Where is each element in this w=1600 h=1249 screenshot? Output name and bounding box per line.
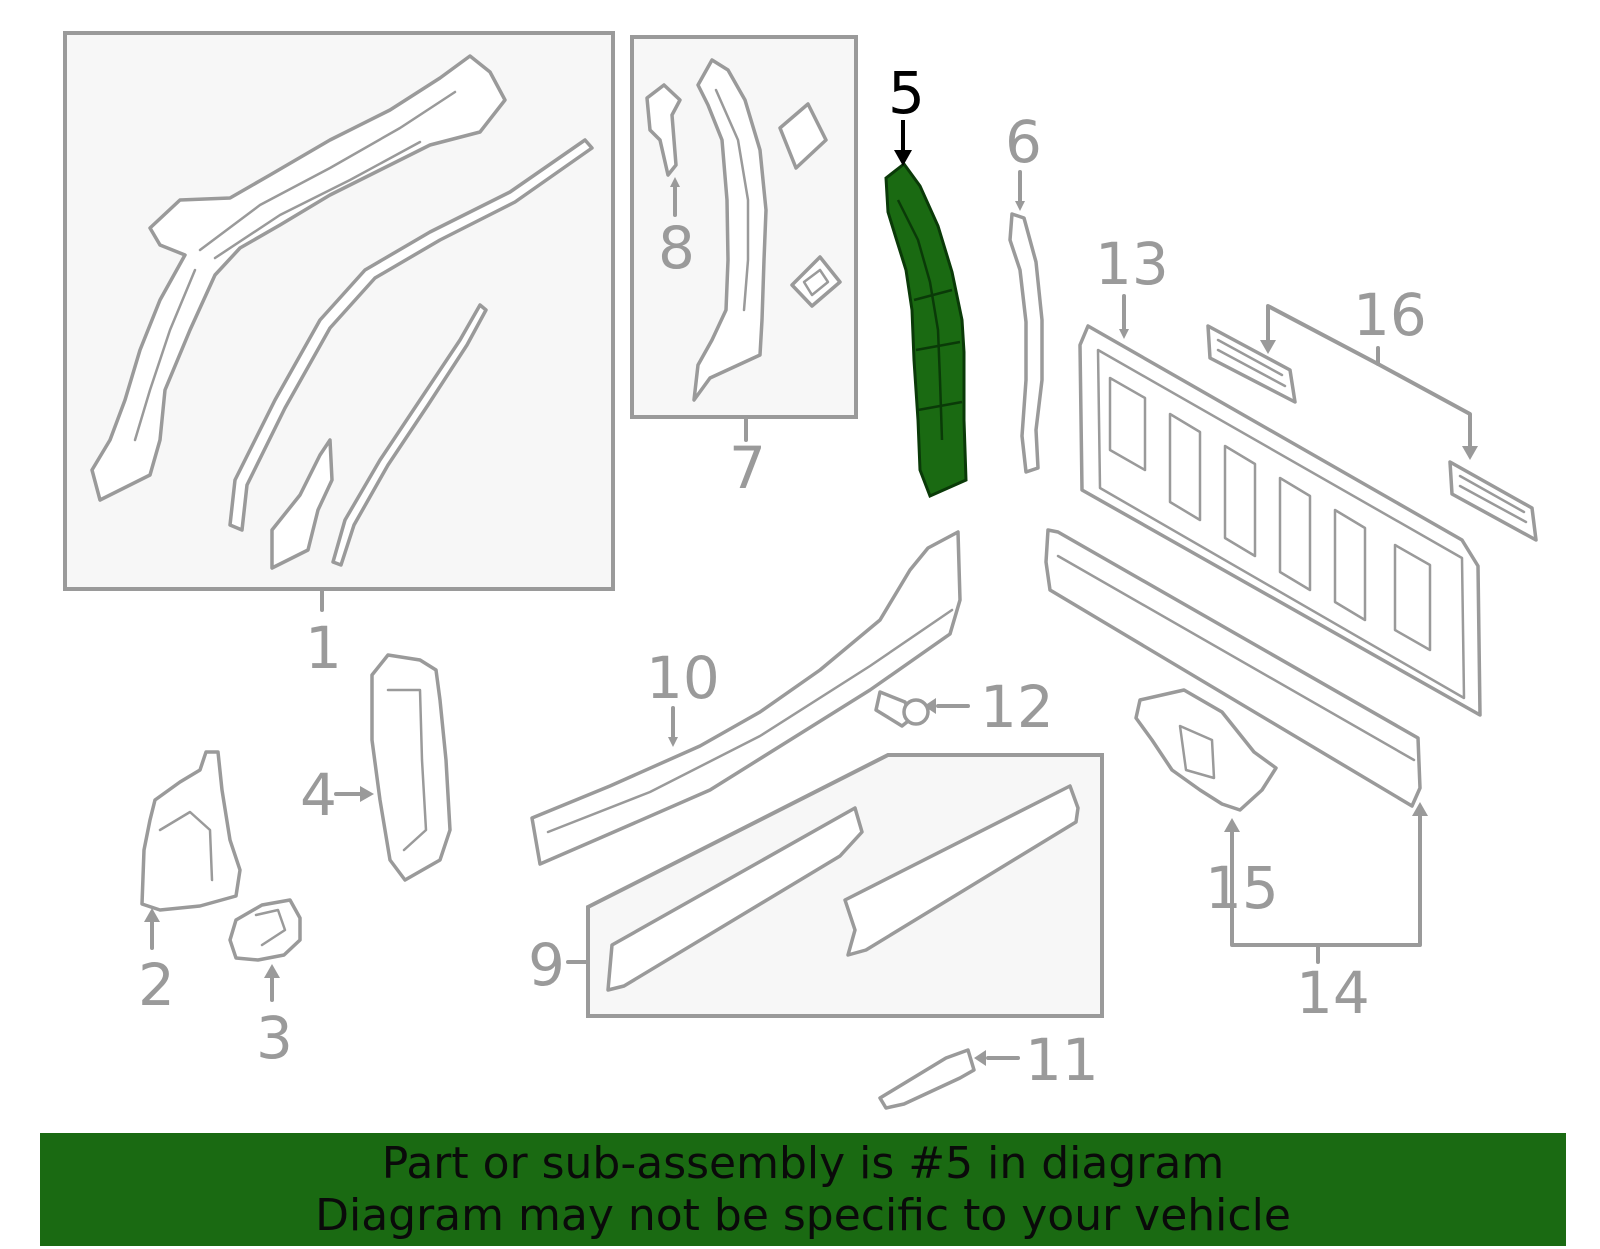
svg-text:10: 10 bbox=[646, 644, 720, 712]
part-1-group-box[interactable] bbox=[63, 31, 615, 591]
banner-line-2: Diagram may not be specific to your vehi… bbox=[315, 1189, 1291, 1241]
callout-15: 15 bbox=[1205, 818, 1279, 922]
callout-3: 3 bbox=[256, 964, 293, 1072]
svg-text:4: 4 bbox=[300, 761, 337, 829]
part-3[interactable] bbox=[228, 898, 302, 962]
part-13-back-panel[interactable] bbox=[1078, 324, 1482, 717]
svg-text:1: 1 bbox=[305, 614, 342, 682]
part-5-highlighted[interactable] bbox=[884, 161, 968, 499]
svg-text:15: 15 bbox=[1205, 854, 1279, 922]
callout-14: 14 bbox=[1230, 802, 1428, 1027]
part-9-group-box[interactable] bbox=[586, 753, 1104, 1018]
callout-16: 16 bbox=[1260, 281, 1478, 460]
info-banner: Part or sub-assembly is #5 in diagram Di… bbox=[40, 1133, 1566, 1246]
svg-text:13: 13 bbox=[1095, 230, 1169, 298]
callout-7: 7 bbox=[729, 416, 766, 502]
callout-11: 11 bbox=[974, 1026, 1099, 1094]
part-2[interactable] bbox=[140, 750, 242, 912]
part-6[interactable] bbox=[1008, 212, 1044, 474]
svg-text:11: 11 bbox=[1025, 1026, 1099, 1094]
callout-6: 6 bbox=[1005, 108, 1042, 211]
part-15-bracket[interactable] bbox=[1134, 688, 1278, 812]
part-16-plates[interactable] bbox=[1206, 324, 1538, 542]
banner-line-1: Part or sub-assembly is #5 in diagram bbox=[381, 1137, 1225, 1189]
svg-text:7: 7 bbox=[729, 434, 766, 502]
callout-2: 2 bbox=[138, 908, 175, 1019]
callout-4: 4 bbox=[300, 761, 374, 829]
part-11[interactable] bbox=[878, 1048, 976, 1110]
callout-13: 13 bbox=[1095, 230, 1169, 339]
svg-text:5: 5 bbox=[888, 59, 925, 127]
part-14-crossmember[interactable] bbox=[1044, 528, 1422, 808]
svg-text:12: 12 bbox=[980, 673, 1054, 741]
svg-text:16: 16 bbox=[1353, 281, 1427, 349]
part-7-group-box[interactable] bbox=[630, 35, 858, 419]
svg-text:14: 14 bbox=[1296, 959, 1370, 1027]
callout-10: 10 bbox=[646, 644, 720, 747]
svg-text:3: 3 bbox=[256, 1004, 293, 1072]
callout-8: 8 bbox=[658, 177, 695, 282]
part-10-sill[interactable] bbox=[530, 530, 962, 866]
callout-1: 1 bbox=[305, 587, 342, 682]
svg-text:9: 9 bbox=[528, 931, 565, 999]
callout-9: 9 bbox=[528, 931, 590, 999]
svg-text:6: 6 bbox=[1005, 108, 1042, 176]
svg-text:8: 8 bbox=[658, 214, 695, 282]
callout-12: 12 bbox=[924, 673, 1054, 741]
svg-text:2: 2 bbox=[138, 951, 175, 1019]
part-12-bolt[interactable] bbox=[874, 690, 930, 728]
part-4[interactable] bbox=[370, 653, 452, 882]
callout-5: 5 bbox=[888, 59, 925, 166]
